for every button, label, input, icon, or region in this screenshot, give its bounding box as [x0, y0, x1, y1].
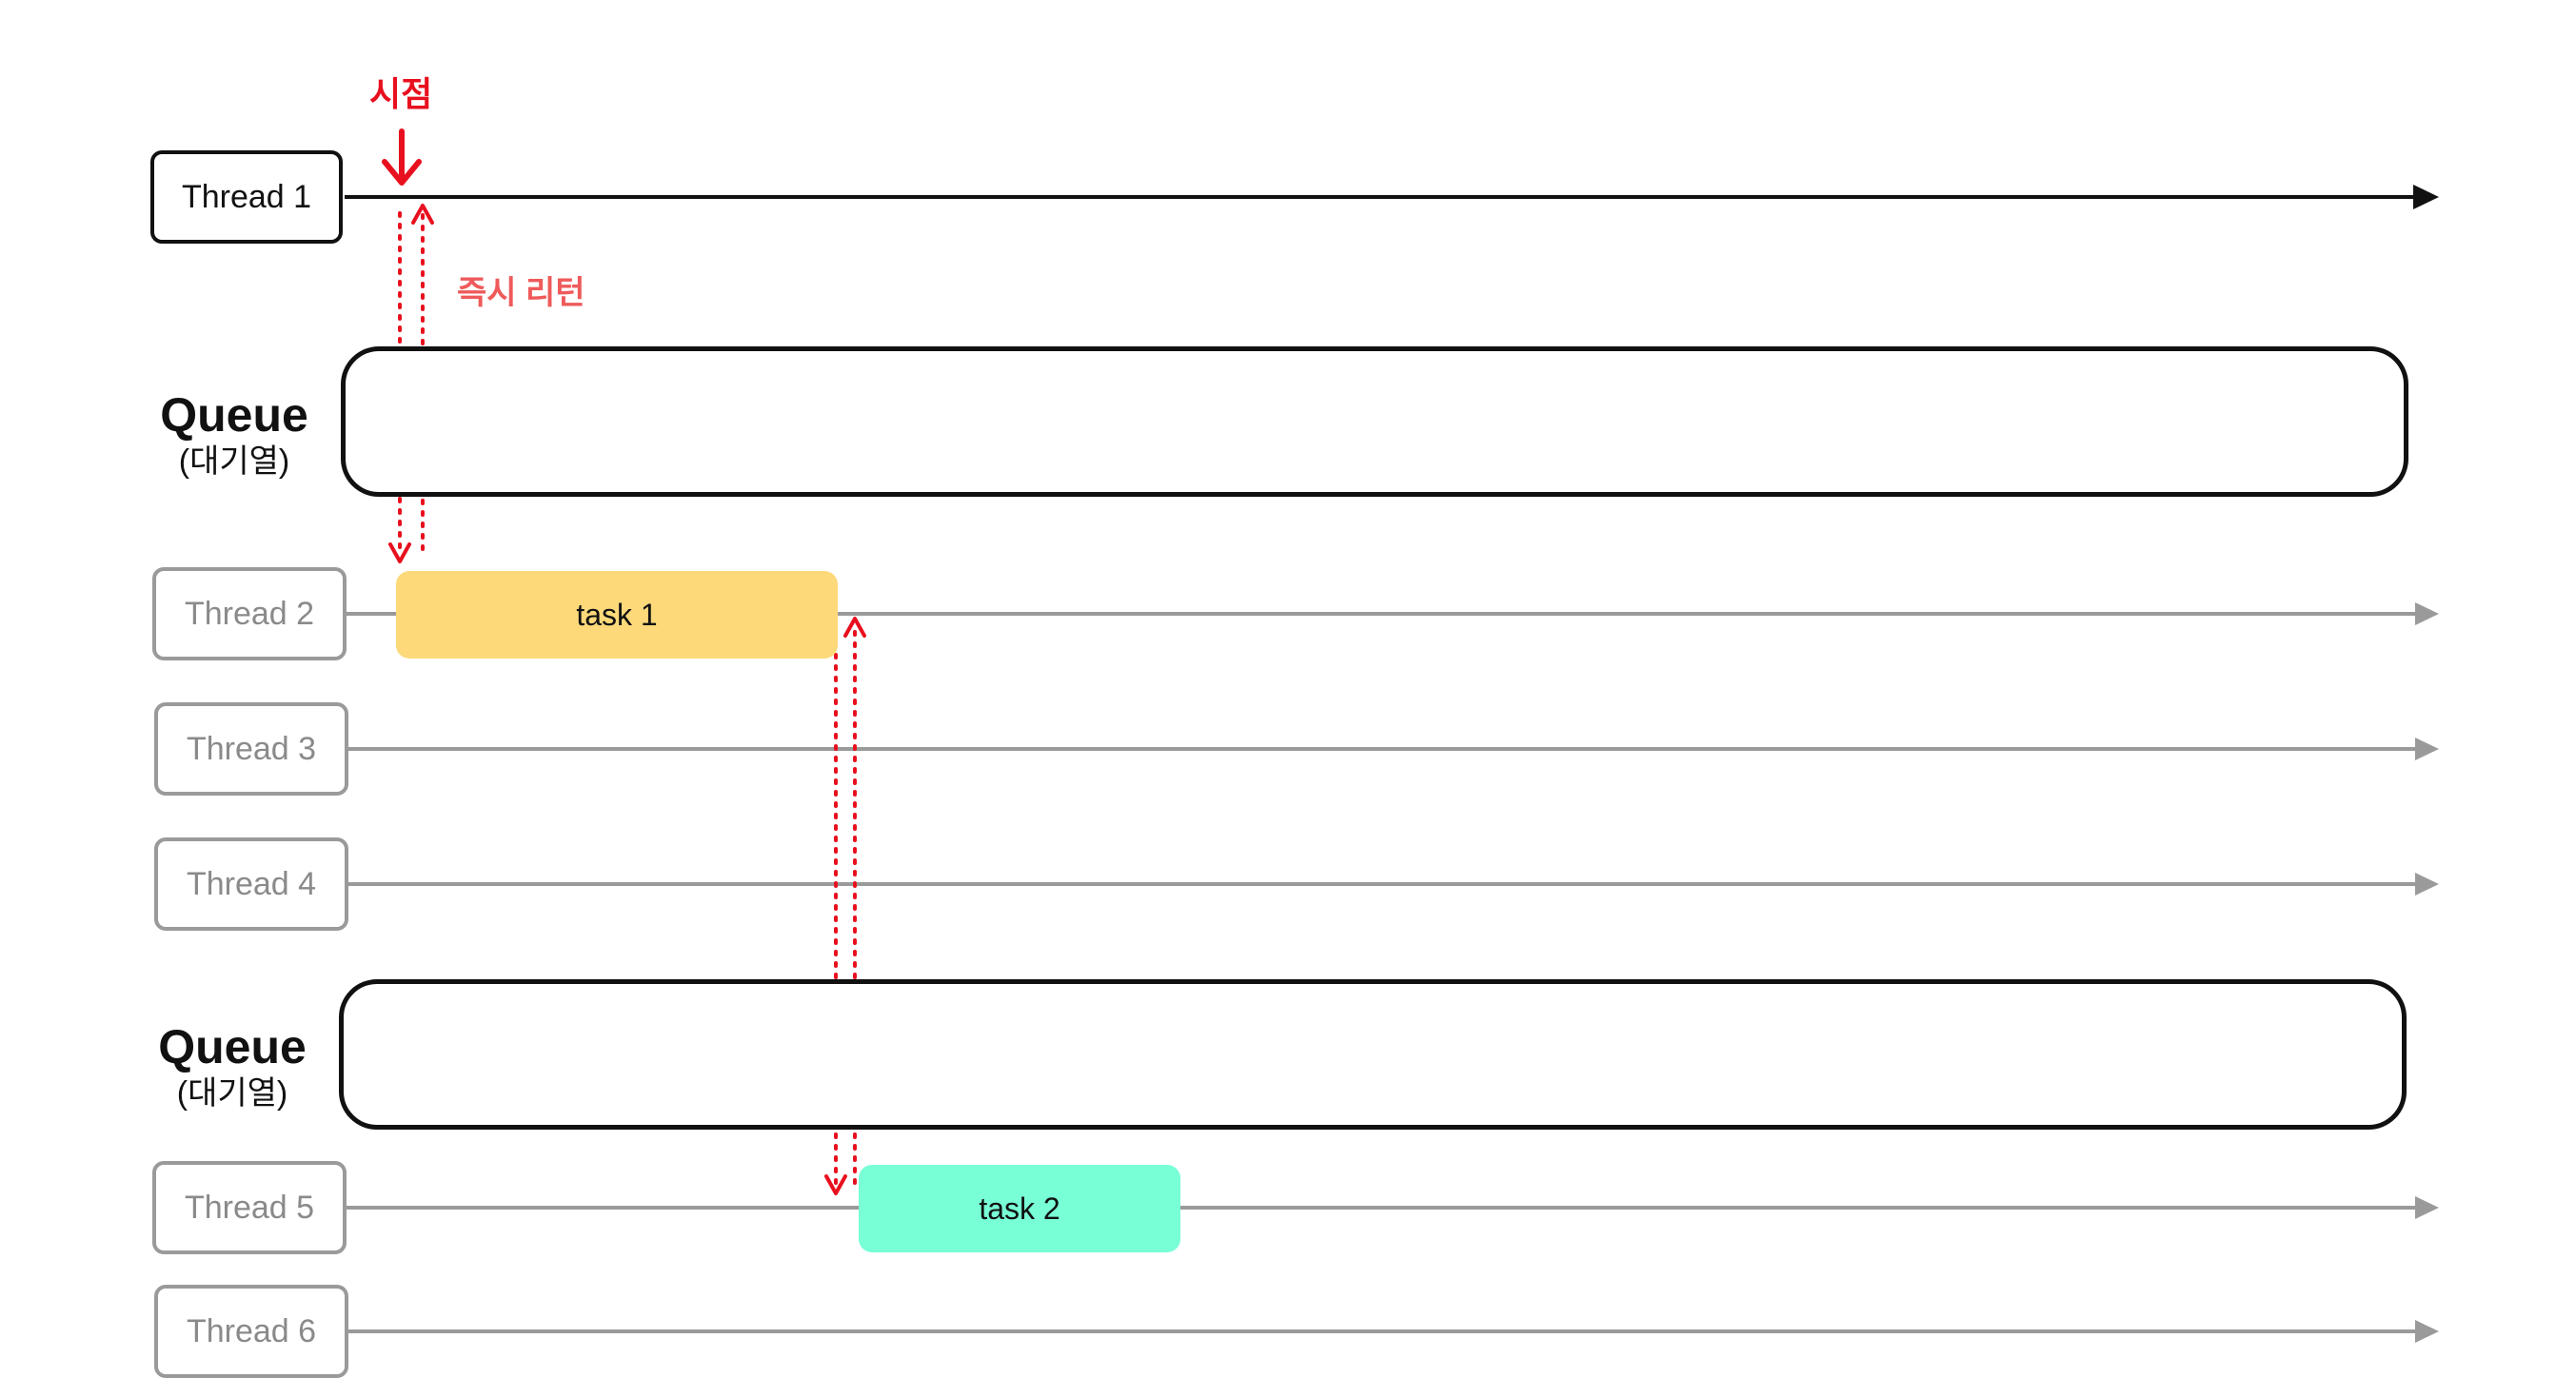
return-arrowhead-up-2 — [843, 617, 866, 638]
immediate-return-annotation: 즉시 리턴 — [457, 275, 585, 311]
thread-4-label: Thread 4 — [154, 837, 348, 931]
time-point-annotation: 시점 — [369, 74, 433, 113]
thread-5-label: Thread 5 — [152, 1161, 347, 1254]
thread-1-label: Thread 1 — [150, 150, 343, 244]
dispatch-arrowhead-down-2 — [824, 1174, 847, 1195]
queue-1-title: Queue (대기열) — [143, 388, 326, 482]
queue-1-title-main: Queue — [160, 388, 308, 442]
thread-4-arrowhead — [2415, 873, 2439, 896]
thread-2-arrowhead — [2415, 602, 2439, 625]
thread-3-arrowhead — [2415, 738, 2439, 760]
queue-2-title: Queue (대기열) — [141, 1020, 324, 1113]
thread-5-arrowhead — [2415, 1196, 2439, 1219]
queue-1-box — [341, 346, 2408, 497]
queue-2-title-main: Queue — [158, 1020, 307, 1073]
thread-6-label: Thread 6 — [154, 1285, 348, 1378]
time-point-arrowhead — [382, 159, 422, 186]
thread-6-arrowhead — [2415, 1320, 2439, 1343]
return-arrowhead-up — [411, 204, 434, 225]
dispatch-arrowhead-down — [388, 542, 411, 563]
queue-1-title-sub: (대기열) — [178, 443, 290, 480]
thread-1-arrowhead — [2413, 185, 2439, 209]
task-1-box: task 1 — [396, 571, 838, 659]
queue-2-box — [339, 979, 2407, 1130]
thread-2-label: Thread 2 — [152, 567, 347, 660]
task-2-box: task 2 — [859, 1165, 1180, 1252]
thread-3-label: Thread 3 — [154, 702, 348, 796]
queue-2-title-sub: (대기열) — [176, 1075, 288, 1112]
